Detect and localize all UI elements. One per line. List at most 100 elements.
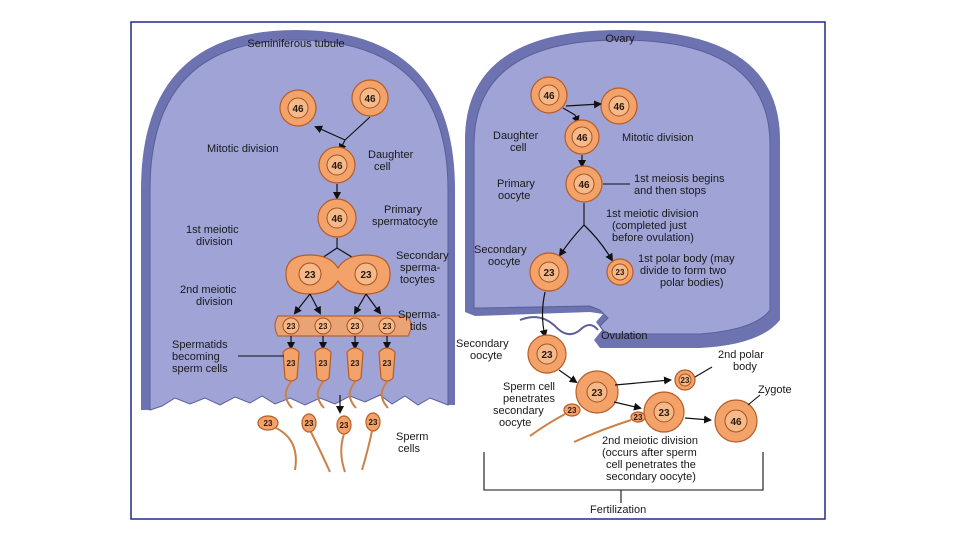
svg-text:oocyte: oocyte bbox=[499, 417, 531, 429]
right-cells: 46 46 46 46 23 23 bbox=[483, 76, 764, 503]
svg-text:Primary: Primary bbox=[384, 204, 422, 216]
svg-text:secondary oocyte): secondary oocyte) bbox=[606, 471, 696, 483]
label-sperm-penetrates: Sperm cell penetrates secondary oocyte bbox=[493, 381, 555, 429]
svg-text:23: 23 bbox=[658, 408, 670, 419]
svg-text:(completed just: (completed just bbox=[612, 220, 687, 232]
cell-23: 23 bbox=[282, 317, 300, 335]
svg-text:division: division bbox=[196, 236, 233, 248]
svg-text:cell: cell bbox=[510, 142, 527, 154]
svg-text:1st meiotic division: 1st meiotic division bbox=[606, 208, 698, 220]
svg-text:2nd meiotic: 2nd meiotic bbox=[180, 284, 237, 296]
cell-46: 46 bbox=[317, 198, 357, 238]
label-ovulation: Ovulation bbox=[601, 330, 647, 342]
svg-text:23: 23 bbox=[351, 359, 360, 368]
svg-text:46: 46 bbox=[730, 417, 742, 428]
svg-text:cells: cells bbox=[398, 443, 421, 455]
cell-23: 23 bbox=[527, 334, 567, 374]
cell-23: 23 bbox=[314, 317, 332, 335]
cell-46: 46 bbox=[600, 87, 638, 125]
label-mitotic-division-ovary: Mitotic division bbox=[622, 132, 694, 144]
label-sperm-cells: Sperm cells bbox=[396, 431, 428, 455]
svg-text:46: 46 bbox=[543, 91, 555, 102]
cell-46: 46 bbox=[318, 146, 356, 184]
label-daughter-cell-ovary: Daughter cell bbox=[493, 130, 539, 154]
svg-text:oocyte: oocyte bbox=[470, 350, 502, 362]
svg-text:divide to form two: divide to form two bbox=[640, 265, 726, 277]
svg-text:oocyte: oocyte bbox=[488, 256, 520, 268]
svg-text:becoming: becoming bbox=[172, 351, 220, 363]
svg-text:46: 46 bbox=[331, 214, 343, 225]
label-second-polar-body: 2nd polar body bbox=[718, 349, 764, 373]
cell-23: 23 bbox=[298, 262, 322, 286]
svg-text:tids: tids bbox=[410, 321, 428, 333]
svg-text:cell penetrates the: cell penetrates the bbox=[606, 459, 696, 471]
cell-23: 23 bbox=[529, 252, 569, 292]
svg-text:Secondary: Secondary bbox=[456, 338, 509, 350]
cell-23: 23 bbox=[674, 369, 696, 391]
svg-text:division: division bbox=[196, 296, 233, 308]
svg-text:23: 23 bbox=[287, 322, 296, 331]
svg-text:sperma-: sperma- bbox=[400, 262, 441, 274]
sperm-cells: 23 23 23 23 bbox=[257, 412, 381, 473]
label-secondary-spermatocytes: Secondary sperma- tocytes bbox=[396, 250, 449, 286]
label-secondary-oocyte-released: Secondary oocyte bbox=[456, 338, 509, 362]
svg-text:spermatocyte: spermatocyte bbox=[372, 216, 438, 228]
svg-text:23: 23 bbox=[369, 418, 378, 427]
label-first-meiotic-division: 1st meiotic division bbox=[186, 224, 239, 248]
svg-text:Sperm: Sperm bbox=[396, 431, 428, 443]
label-meiosis-begins: 1st meiosis begins and then stops bbox=[634, 173, 725, 197]
svg-text:46: 46 bbox=[578, 180, 590, 191]
svg-text:46: 46 bbox=[364, 94, 376, 105]
svg-text:23: 23 bbox=[568, 406, 577, 415]
svg-text:23: 23 bbox=[305, 419, 314, 428]
cell-46: 46 bbox=[565, 165, 603, 203]
cell-23: 23 bbox=[643, 391, 685, 433]
svg-text:Primary: Primary bbox=[497, 178, 535, 190]
svg-text:secondary: secondary bbox=[493, 405, 544, 417]
zygote-cell: 46 bbox=[714, 399, 758, 443]
svg-text:polar bodies): polar bodies) bbox=[660, 277, 724, 289]
label-first-polar-body: 1st polar body (may divide to form two p… bbox=[638, 253, 735, 289]
developing-sperm: 23 23 23 23 bbox=[282, 347, 396, 409]
svg-text:1st meiosis begins: 1st meiosis begins bbox=[634, 173, 725, 185]
svg-text:2nd polar: 2nd polar bbox=[718, 349, 764, 361]
left-cells: 46 46 46 46 23 23 bbox=[257, 79, 412, 473]
svg-text:Daughter: Daughter bbox=[493, 130, 539, 142]
svg-text:23: 23 bbox=[681, 376, 690, 385]
svg-text:Secondary: Secondary bbox=[474, 244, 527, 256]
svg-text:Secondary: Secondary bbox=[396, 250, 449, 262]
cell-46: 46 bbox=[351, 79, 389, 117]
svg-text:46: 46 bbox=[292, 104, 304, 115]
cell-23: 23 bbox=[606, 258, 634, 286]
svg-text:Sperma-: Sperma- bbox=[398, 309, 441, 321]
label-spermatids-becoming-sperm: Spermatids becoming sperm cells bbox=[172, 339, 228, 375]
svg-text:23: 23 bbox=[360, 270, 372, 281]
cell-23: 23 bbox=[346, 317, 364, 335]
svg-text:23: 23 bbox=[340, 421, 349, 430]
tubule-title: Seminiferous tubule bbox=[247, 38, 344, 50]
label-spermatids: Sperma- tids bbox=[398, 309, 441, 333]
label-first-meiotic-division-ovary: 1st meiotic division (completed just bef… bbox=[606, 208, 698, 244]
svg-text:46: 46 bbox=[576, 133, 588, 144]
svg-text:23: 23 bbox=[591, 388, 603, 399]
svg-text:23: 23 bbox=[541, 350, 553, 361]
svg-text:before ovulation): before ovulation) bbox=[612, 232, 694, 244]
svg-text:oocyte: oocyte bbox=[498, 190, 530, 202]
svg-text:23: 23 bbox=[383, 359, 392, 368]
svg-text:1st meiotic: 1st meiotic bbox=[186, 224, 239, 236]
svg-text:penetrates: penetrates bbox=[503, 393, 555, 405]
svg-text:46: 46 bbox=[613, 102, 625, 113]
svg-text:Daughter: Daughter bbox=[368, 149, 414, 161]
svg-text:Sperm cell: Sperm cell bbox=[503, 381, 555, 393]
svg-text:body: body bbox=[733, 361, 757, 373]
svg-text:sperm cells: sperm cells bbox=[172, 363, 228, 375]
svg-text:cell: cell bbox=[374, 161, 391, 173]
cell-46: 46 bbox=[279, 89, 317, 127]
svg-text:1st polar body (may: 1st polar body (may bbox=[638, 253, 735, 265]
svg-text:46: 46 bbox=[331, 161, 343, 172]
svg-text:23: 23 bbox=[264, 419, 273, 428]
svg-text:23: 23 bbox=[543, 268, 555, 279]
svg-text:23: 23 bbox=[319, 322, 328, 331]
